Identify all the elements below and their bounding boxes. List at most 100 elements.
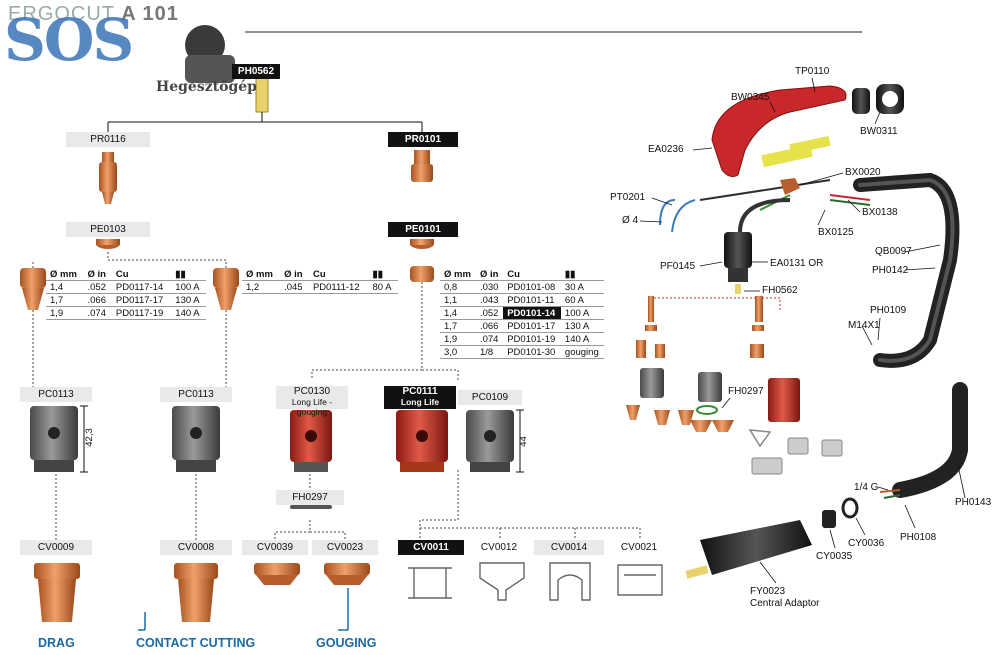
nozzle-copper-left (20, 268, 46, 310)
tip-cv0039 (254, 563, 300, 585)
dim-44: 44 (517, 436, 529, 447)
label-pc0109: PC0109 (458, 390, 522, 405)
cap-pc0111 (396, 410, 448, 472)
table-cell: PD0101-17 (503, 319, 561, 333)
category-drag: DRAG (38, 636, 75, 650)
label-cy0035: CY0035 (816, 551, 853, 562)
label-cv0009: CV0009 (20, 540, 92, 555)
cap-pc0113-b (172, 406, 220, 472)
torch-leads (659, 172, 960, 368)
electrode-left-part (99, 152, 117, 204)
cap-pc0109 (466, 410, 514, 472)
torch-handle (711, 85, 847, 178)
category-contact-cutting: CONTACT CUTTING (136, 636, 256, 650)
table-cell: .074 (475, 332, 504, 346)
label-ph0142: PH0142 (872, 265, 909, 276)
label-d4: Ø 4 (622, 215, 639, 226)
guide-cv0021-part (617, 564, 663, 596)
table-cell: PD0101-08 (503, 280, 561, 294)
label-bx0125: BX0125 (818, 227, 854, 238)
label-pc0113-a: PC0113 (20, 387, 92, 402)
tip-cv0008 (174, 563, 218, 622)
table-cell: gouging (560, 345, 604, 359)
label-bw0311: BW0311 (860, 126, 898, 137)
table-cell: PD0101-14 (503, 306, 561, 320)
amp-icon: ▮▮ (368, 268, 398, 281)
guide-cv0014-part (549, 562, 591, 601)
table-cell: 140 A (171, 306, 206, 320)
label-pt0201: PT0201 (610, 192, 646, 203)
label-ph0562: PH0562 (232, 64, 280, 79)
th-in: Ø in (280, 268, 309, 281)
table-cell: PD0101-11 (503, 293, 561, 307)
table-cell: .030 (475, 280, 504, 294)
table-cell: 140 A (560, 332, 604, 346)
tip-cv0023 (324, 563, 370, 585)
table-cell: PD0117-19 (111, 306, 172, 320)
table-cell: PD0117-14 (111, 280, 172, 294)
category-gouging: GOUGING (316, 636, 377, 650)
label-bx0020: BX0020 (845, 167, 881, 178)
label-fh0562: FH0562 (762, 285, 798, 296)
label-ph0109: PH0109 (870, 305, 907, 316)
th-cu: Cu (503, 268, 561, 281)
table-cell: 130 A (560, 319, 604, 333)
label-cv0021: CV0021 (606, 540, 672, 555)
nozzle-copper-mid (213, 268, 239, 310)
label-bx0138: BX0138 (862, 207, 898, 218)
table-cell: .052 (83, 280, 112, 294)
amp-icon: ▮▮ (171, 268, 206, 281)
table-cell: 30 A (560, 280, 604, 294)
model-prefix: ERGOCUT (8, 3, 115, 25)
spacer-fh0297-part (290, 505, 332, 509)
cap-pc0130 (290, 410, 332, 472)
label-fh0297-torch: FH0297 (728, 386, 764, 397)
table-cell: 80 A (368, 280, 398, 294)
model-number: A 101 (121, 3, 179, 25)
tip-cv0009 (34, 563, 80, 622)
ph0562-part (255, 77, 269, 113)
table-cell: 100 A (171, 280, 206, 294)
label-pr0116: PR0116 (66, 132, 150, 147)
central-adaptor (685, 497, 859, 579)
guide-cv0011-part (408, 567, 452, 599)
label-1-4g: 1/4 G (854, 482, 879, 493)
table-cell: 130 A (171, 293, 206, 307)
table-cell: .052 (475, 306, 504, 320)
th-mm: Ø mm (242, 268, 281, 281)
label-pr0101: PR0101 (388, 132, 458, 147)
label-cv0012: CV0012 (466, 540, 532, 555)
table-cell: 1,2 (242, 280, 281, 294)
label-tp0110: TP0110 (795, 66, 830, 77)
table-cell: 1,9 (440, 332, 476, 346)
th-in: Ø in (475, 268, 504, 281)
label-ea0236: EA0236 (648, 144, 684, 155)
table-cell: 1,7 (46, 293, 84, 307)
label-bw0345: BW0345 (731, 92, 770, 103)
table-cell: .066 (83, 293, 112, 307)
table-cell: 100 A (560, 306, 604, 320)
table-cell: PD0101-30 (503, 345, 561, 359)
th-in: Ø in (83, 268, 112, 281)
table-cell: .074 (83, 306, 112, 320)
torch-head (724, 198, 791, 294)
th-mm: Ø mm (46, 268, 84, 281)
label-pc0113-b: PC0113 (160, 387, 232, 402)
label-ph0108: PH0108 (900, 532, 937, 543)
label-cv0023: CV0023 (312, 540, 378, 555)
table-cell: 1/8 (475, 345, 504, 359)
torch-rings (852, 84, 904, 114)
